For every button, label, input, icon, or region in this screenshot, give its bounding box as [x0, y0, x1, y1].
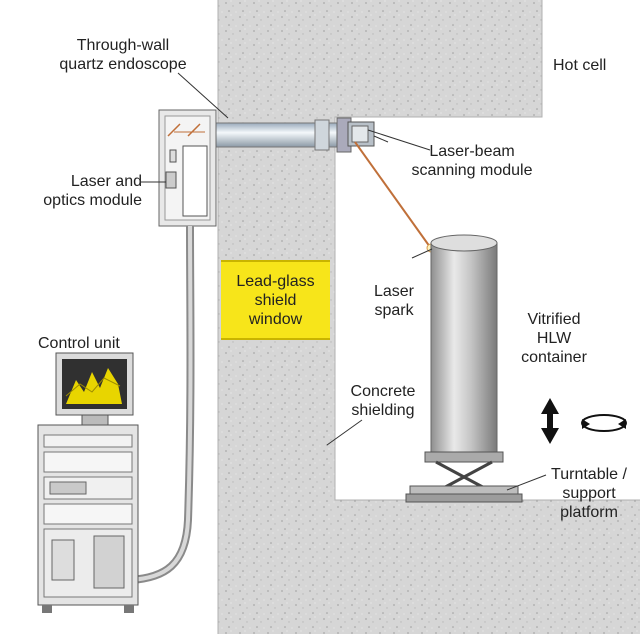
endoscope-tube — [212, 117, 352, 153]
label-laser-spark: Laser spark — [373, 283, 415, 319]
label-turntable: Turntable / support platform — [551, 466, 627, 521]
label-control-unit: Control unit — [38, 335, 120, 352]
label-hot-cell: Hot cell — [553, 57, 607, 74]
laser-beam — [354, 141, 431, 248]
hlw-container — [405, 234, 523, 503]
label-hlw-container: Vitrified HLW container — [521, 311, 587, 366]
label-shield-window: Lead-glass shield window — [221, 260, 330, 340]
rotation-arrow-icon — [581, 414, 627, 432]
up-down-arrow-icon — [541, 398, 559, 444]
leader-lines — [177, 72, 547, 491]
optics-module — [141, 109, 217, 227]
scanning-module — [347, 121, 389, 147]
label-concrete: Concrete shielding — [350, 383, 416, 419]
label-laser-optics: Laser and optics module — [43, 173, 142, 209]
fiber-cable — [129, 225, 195, 584]
label-scanning-module: Laser-beam scanning module — [411, 143, 533, 179]
label-endoscope: Through-wall quartz endoscope — [59, 37, 187, 73]
control-unit — [37, 352, 139, 613]
